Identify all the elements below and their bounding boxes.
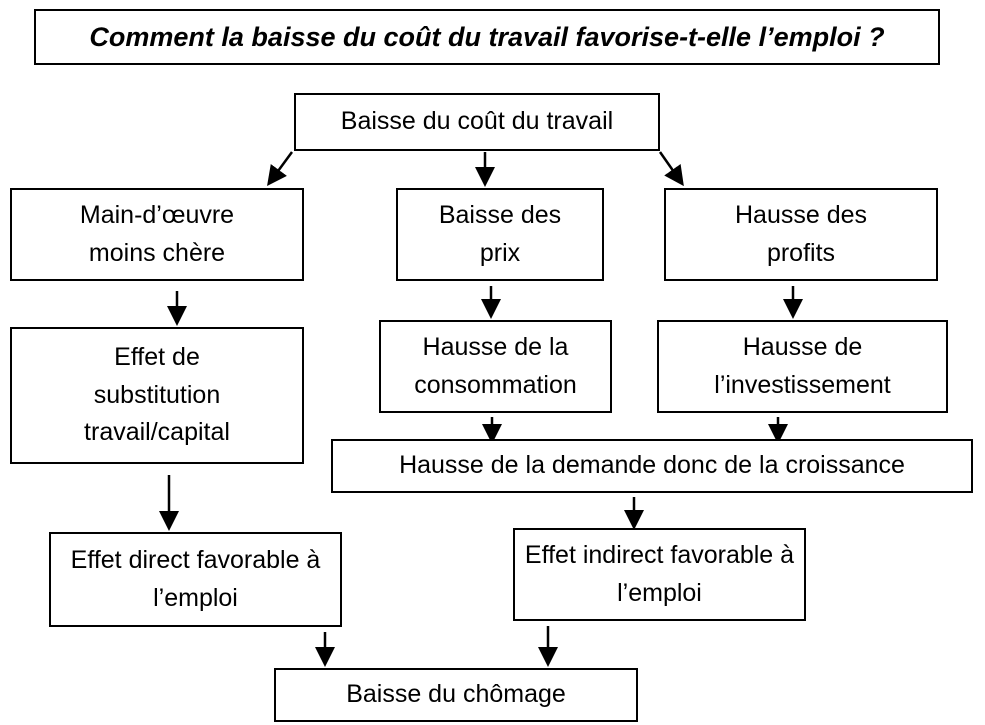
node-baisse-prix: Baisse des prix	[396, 188, 604, 281]
node-effet-direct: Effet direct favorable à l’emploi	[49, 532, 342, 627]
node-label: Hausse de l’investissement	[714, 333, 891, 399]
node-label: Effet indirect favorable à l’emploi	[524, 541, 795, 607]
node-label: Baisse des prix	[438, 201, 562, 267]
node-hausse-consommation: Hausse de la consommation	[379, 320, 612, 413]
node-hausse-investissement: Hausse de l’investissement	[657, 320, 948, 413]
node-effet-substitution: Effet de substitution travail/capital	[10, 327, 304, 464]
node-label: Hausse de la demande donc de la croissan…	[399, 451, 905, 480]
node-baisse-chomage: Baisse du chômage	[274, 668, 638, 722]
node-label: Main-d’œuvre moins chère	[79, 201, 235, 267]
diagram-title: Comment la baisse du coût du travail fav…	[34, 9, 940, 65]
node-label: Baisse du chômage	[346, 680, 566, 709]
node-hausse-demande: Hausse de la demande donc de la croissan…	[331, 439, 973, 493]
node-hausse-profits: Hausse des profits	[664, 188, 938, 281]
node-baisse-cout-travail: Baisse du coût du travail	[294, 93, 660, 151]
node-main-oeuvre: Main-d’œuvre moins chère	[10, 188, 304, 281]
node-label: Hausse de la consommation	[414, 333, 577, 399]
arrow-cout-to-profits	[658, 151, 684, 187]
node-label: Effet de substitution travail/capital	[84, 343, 230, 447]
arrow-cout-to-main-oeuvre	[267, 151, 294, 187]
node-label: Effet direct favorable à l’emploi	[70, 546, 321, 612]
node-label: Baisse du coût du travail	[340, 107, 614, 136]
node-label: Hausse des profits	[734, 201, 868, 267]
node-effet-indirect: Effet indirect favorable à l’emploi	[513, 528, 806, 621]
